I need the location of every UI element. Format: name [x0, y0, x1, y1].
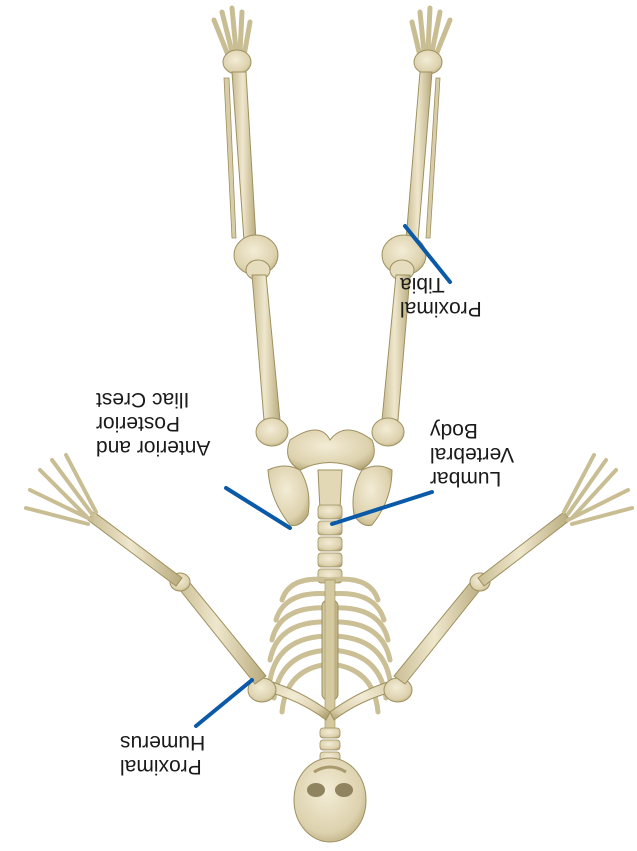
right-lower-leg — [406, 72, 440, 240]
left-foot — [214, 8, 251, 74]
left-lower-leg — [224, 72, 256, 240]
label-lumbar-line2: Vertebral — [430, 442, 514, 466]
thoracic-spine — [325, 580, 335, 730]
left-femur — [252, 275, 288, 446]
label-iliac-crest-line3: Iliac Crest — [96, 387, 210, 411]
right-foot — [412, 8, 450, 74]
label-proximal-humerus-line2: Humerus — [120, 730, 205, 754]
label-lumbar-line1: Lumbar — [430, 466, 514, 490]
label-proximal-humerus: Proximal Humerus — [120, 730, 205, 778]
lumbar-spine — [318, 505, 342, 583]
label-iliac-crest-line2: Posterior — [96, 411, 210, 435]
label-iliac-crest: Anterior and Posterior Iliac Crest — [96, 387, 210, 459]
label-proximal-tibia-line1: Proximal — [400, 296, 482, 320]
label-lumbar-line3: Body — [430, 418, 514, 442]
cervical-spine — [320, 728, 340, 762]
left-knee — [234, 235, 278, 280]
label-proximal-tibia-line2: Tibia — [400, 272, 482, 296]
skull — [294, 758, 366, 842]
label-iliac-crest-line1: Anterior and — [96, 435, 210, 459]
label-proximal-tibia: Proximal Tibia — [400, 272, 482, 320]
label-lumbar-vertebral-body: Lumbar Vertebral Body — [430, 418, 514, 490]
label-proximal-humerus-line1: Proximal — [120, 754, 205, 778]
leader-line-humerus — [196, 680, 252, 726]
